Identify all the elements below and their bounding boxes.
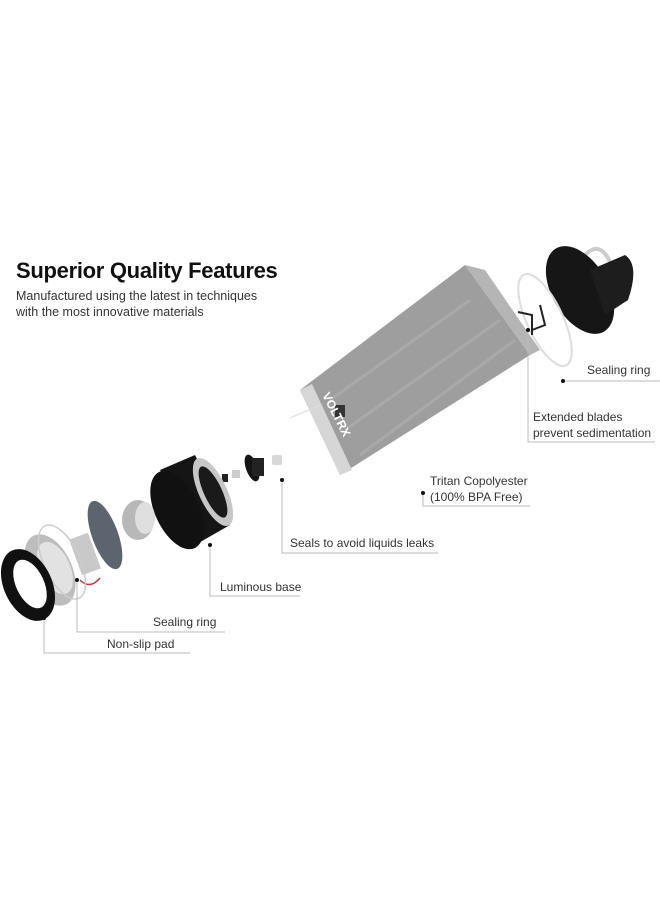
- callout-seals: Seals to avoid liquids leaks: [290, 536, 435, 550]
- blades: [517, 304, 547, 335]
- page-title: Superior Quality Features: [16, 258, 278, 283]
- lid: [545, 246, 634, 334]
- nut: [222, 474, 228, 482]
- callout-extended-blades: Extended blades: [533, 410, 623, 424]
- seal-small: [272, 455, 282, 465]
- callout-non-slip-pad: Non-slip pad: [107, 637, 175, 651]
- callout-dots: [42, 328, 565, 620]
- led-board: [87, 500, 123, 570]
- callout-extended-blades-line2: prevent sedimentation: [533, 426, 652, 440]
- washer: [232, 470, 240, 478]
- callout-tritan: Tritan Copolyester: [430, 474, 528, 488]
- leader-lines: [43, 330, 660, 654]
- callout-tritan-line2: (100% BPA Free): [430, 490, 523, 504]
- subtitle-line-1: Manufactured using the latest in techniq…: [16, 289, 258, 303]
- battery: [69, 532, 101, 576]
- subtitle-line-2: with the most innovative materials: [16, 305, 204, 319]
- seal-black: [244, 454, 264, 482]
- motor: [122, 500, 155, 540]
- callout-sealing-ring-top: Sealing ring: [587, 363, 651, 377]
- callout-luminous-base: Luminous base: [220, 580, 302, 594]
- sealing-ring-top: [517, 273, 573, 367]
- callout-sealing-ring-bottom: Sealing ring: [153, 615, 217, 629]
- non-slip-pad: [0, 549, 56, 621]
- luminous-base: [150, 455, 234, 550]
- bottle: VOLTRX: [300, 265, 540, 475]
